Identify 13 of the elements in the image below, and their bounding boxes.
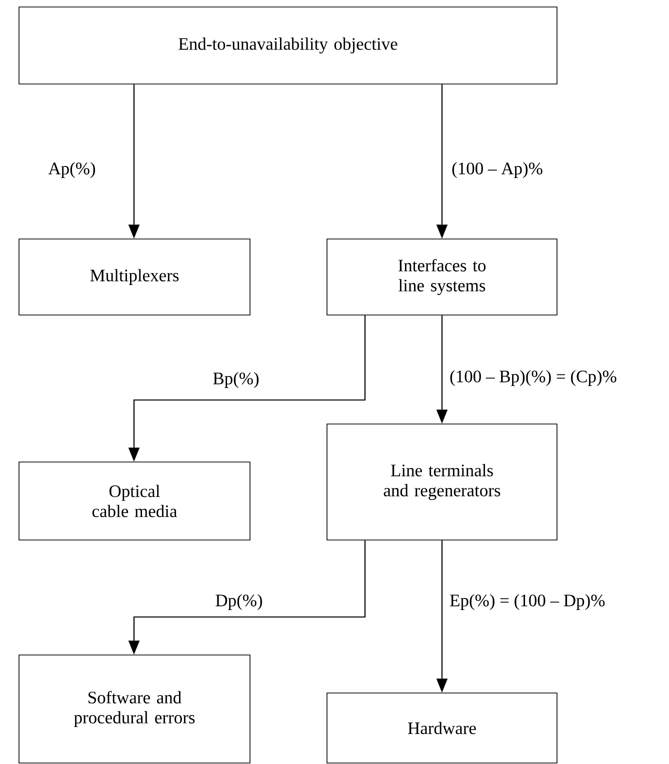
process-box: Optical cable media [18,462,250,540]
process-box: End-to-unavailability objective [18,6,558,84]
edge-label: (100 – Bp)(%) = (Cp)% [450,370,616,386]
process-box: Line terminals and regenerators [326,424,558,540]
edge-label: Ep(%) = (100 – Dp)% [450,594,605,610]
edge-label: (100 – Ap)% [452,162,542,178]
edge-label: Ap(%) [48,162,96,178]
edge-label: Bp(%) [213,372,259,388]
process-box: Interfaces to line systems [326,238,558,316]
process-box: Software and procedural errors [18,654,250,764]
process-box: Multiplexers [18,238,250,316]
process-box: Hardware [326,692,558,764]
edge-label: Dp(%) [216,594,262,610]
